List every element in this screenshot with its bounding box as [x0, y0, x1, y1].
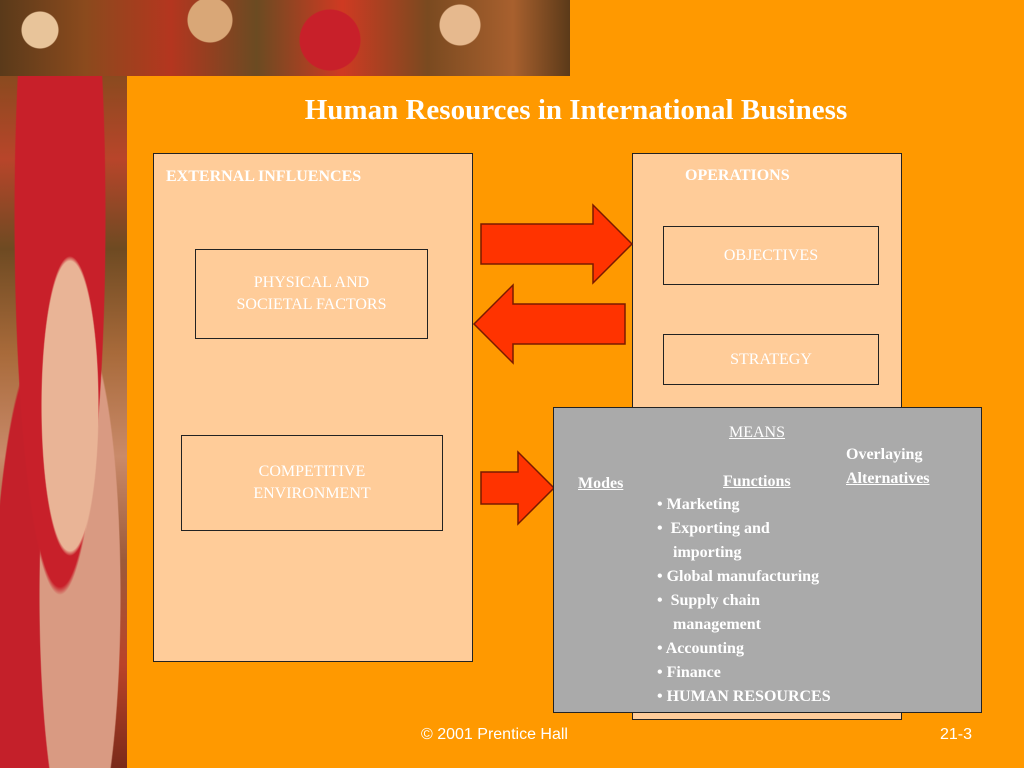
- copyright-footer: © 2001 Prentice Hall: [421, 726, 568, 743]
- strategy-box: STRATEGY: [663, 334, 879, 385]
- list-item: importing: [657, 544, 742, 561]
- competitive-environment-box: COMPETITIVE ENVIRONMENT: [181, 435, 443, 531]
- overlaying-label: Overlaying: [846, 446, 923, 463]
- list-item: • Marketing: [657, 496, 740, 513]
- competitive-environment-line2: ENVIRONMENT: [253, 485, 371, 502]
- strategy-label: STRATEGY: [730, 350, 812, 368]
- list-item: • Exporting and: [657, 520, 770, 537]
- list-item: • Accounting: [657, 640, 744, 657]
- tapestry-image-top: [0, 0, 570, 76]
- means-panel: [553, 407, 982, 713]
- slide-number: 21-3: [940, 726, 973, 743]
- physical-societal-line2: SOCIETAL FACTORS: [236, 296, 387, 313]
- slide-title: Human Resources in International Busines…: [304, 94, 848, 126]
- functions-list: • Marketing • Exporting and importing • …: [657, 493, 831, 709]
- list-item: • Supply chain: [657, 592, 760, 609]
- external-influences-label: EXTERNAL INFLUENCES: [166, 168, 362, 185]
- arrow-right-upper-icon: [480, 203, 634, 285]
- alternatives-label: Alternatives: [846, 470, 930, 487]
- objectives-box: OBJECTIVES: [663, 226, 879, 285]
- list-item: management: [657, 616, 761, 633]
- arrow-left-icon: [472, 283, 626, 365]
- physical-societal-line1: PHYSICAL AND: [253, 274, 370, 291]
- functions-header: Functions: [723, 473, 791, 490]
- arrow-right-lower-icon: [480, 450, 556, 526]
- list-item: • HUMAN RESOURCES: [657, 688, 831, 705]
- objectives-label: OBJECTIVES: [723, 246, 819, 264]
- modes-label: Modes: [578, 475, 624, 492]
- list-item: • Finance: [657, 664, 721, 681]
- competitive-environment-line1: COMPETITIVE: [258, 463, 366, 480]
- tapestry-image-left: [0, 76, 127, 768]
- means-title: MEANS: [729, 424, 786, 441]
- physical-societal-factors-box: PHYSICAL AND SOCIETAL FACTORS: [195, 249, 428, 339]
- external-influences-panel: [153, 153, 473, 662]
- list-item: • Global manufacturing: [657, 568, 820, 585]
- operations-label: OPERATIONS: [685, 167, 790, 184]
